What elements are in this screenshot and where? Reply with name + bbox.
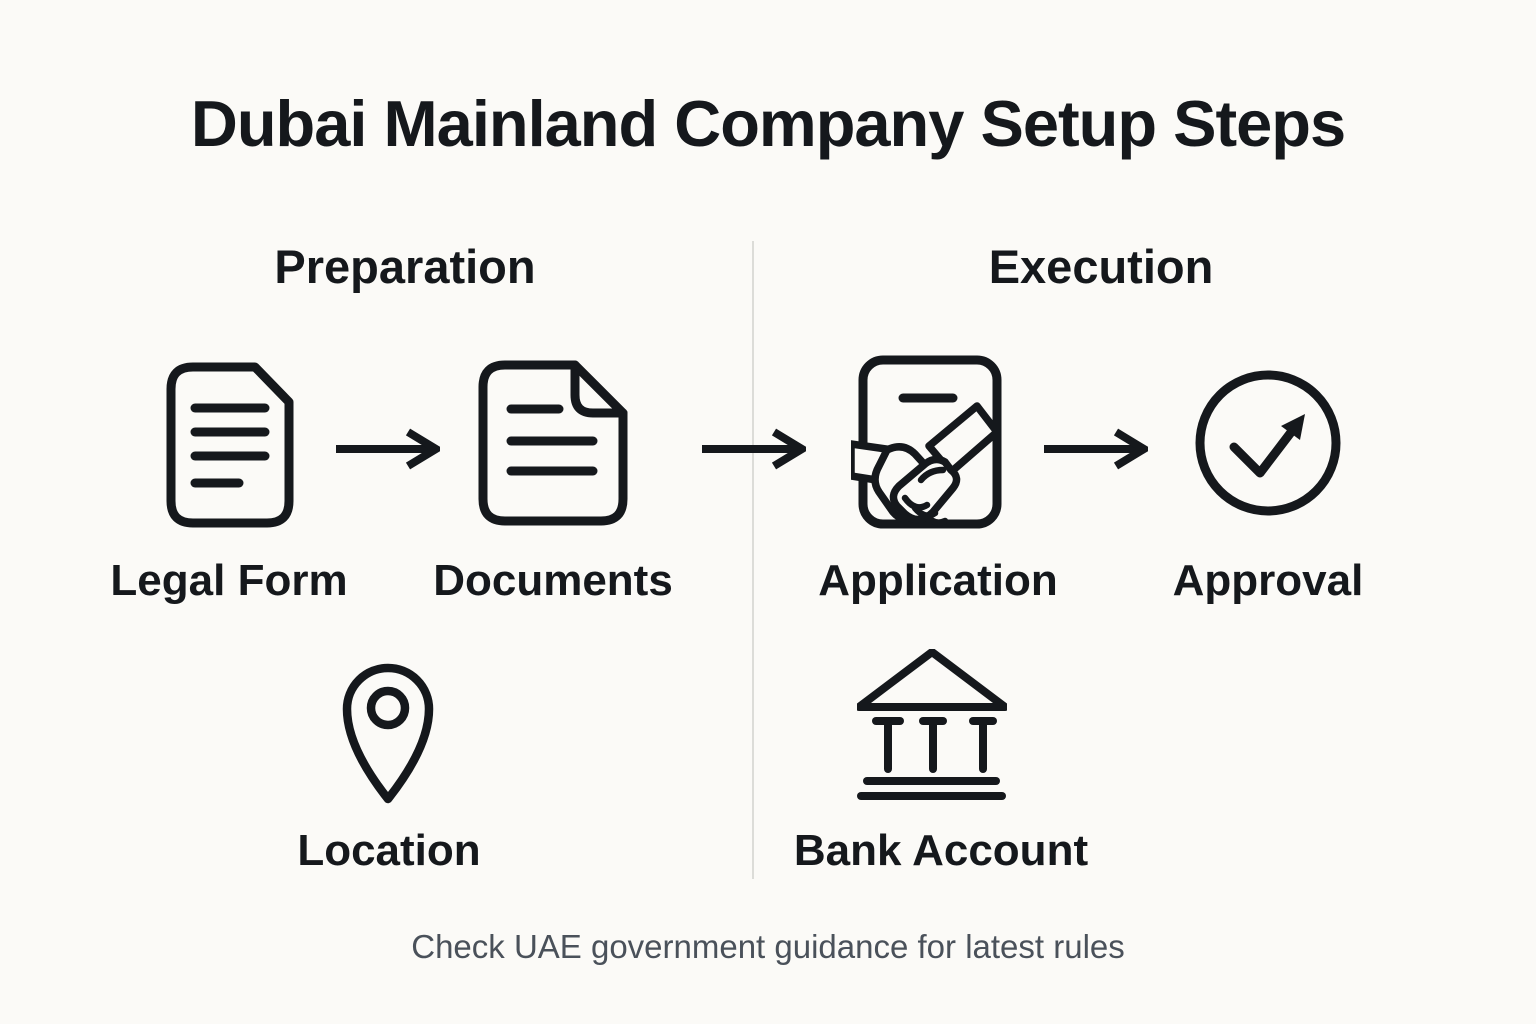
step-label-legal-form: Legal Form [110, 556, 348, 605]
document-folded-corner-icon [478, 360, 628, 526]
page-title: Dubai Mainland Company Setup Steps [190, 87, 1346, 160]
check-circle-arrow-icon [1195, 370, 1341, 516]
flow-arrow-icon [702, 428, 806, 470]
section-header-preparation: Preparation [274, 240, 536, 293]
footer-note: Check UAE government guidance for latest… [411, 928, 1125, 965]
section-divider [752, 241, 754, 879]
document-lines-icon [166, 362, 294, 528]
step-label-application: Application [818, 556, 1058, 605]
step-label-bank-account: Bank Account [793, 826, 1089, 875]
flow-arrow-icon [1044, 428, 1148, 470]
handshake-card-icon [851, 355, 1002, 529]
step-label-documents: Documents [433, 556, 673, 605]
flow-arrow-icon [336, 428, 440, 470]
map-pin-icon [342, 663, 434, 804]
section-header-execution: Execution [988, 240, 1214, 293]
step-label-approval: Approval [1172, 556, 1364, 605]
step-label-location: Location [297, 826, 481, 875]
bank-building-icon [857, 649, 1007, 800]
